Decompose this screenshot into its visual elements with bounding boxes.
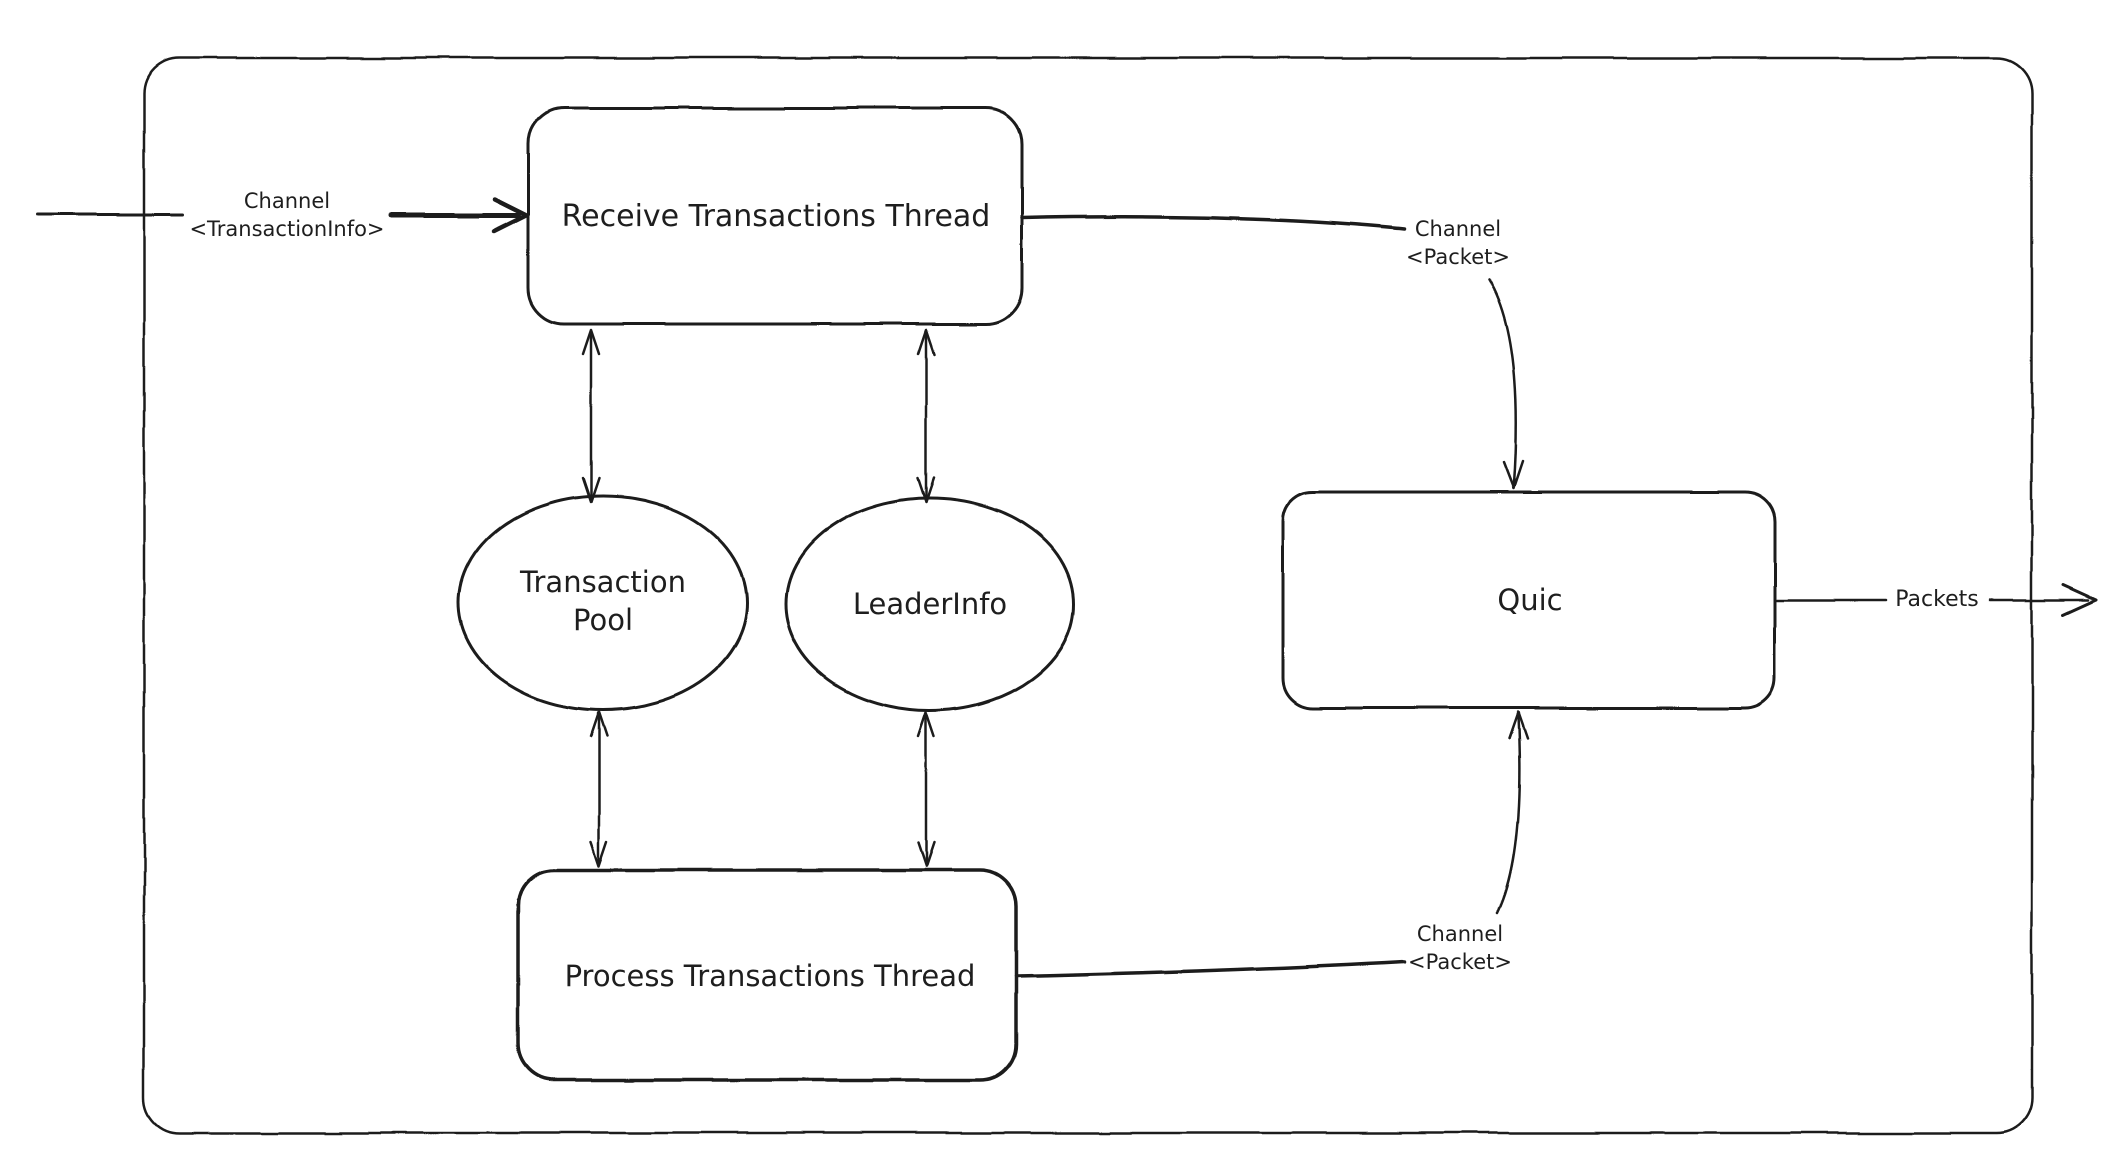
leaderinfo-ellipse xyxy=(784,496,1076,712)
channel-packet-bottom-label-line1: Channel xyxy=(1416,922,1504,946)
process-to-channel-line xyxy=(1014,960,1406,978)
transaction-pool-label: Transaction Pool xyxy=(520,563,686,639)
channel-to-quic-bottom-curve xyxy=(1495,714,1521,915)
transaction-pool-label-line1: Transaction xyxy=(520,565,686,599)
receive-pool-arrowheads-icon xyxy=(581,328,601,504)
leaderinfo-process-arrowheads-icon xyxy=(916,710,936,868)
packets-label: Packets xyxy=(1895,587,1979,612)
channel-packet-top-label-line1: Channel xyxy=(1414,217,1502,241)
input-channel-label-line2: <TransactionInfo> xyxy=(189,217,385,241)
output-arrowhead-icon xyxy=(2061,583,2098,617)
process-thread-label: Process Transactions Thread xyxy=(564,959,976,993)
receive-thread-label: Receive Transactions Thread xyxy=(561,199,991,234)
input-channel-label-line1: Channel xyxy=(243,189,331,213)
channel-packet-bottom-label-line2: <Packet> xyxy=(1408,950,1512,974)
quic-bottom-arrowhead-icon xyxy=(1507,710,1529,740)
channel-to-quic-top-curve xyxy=(1487,278,1518,486)
receive-to-channel-line xyxy=(1020,215,1406,231)
quic-box xyxy=(1281,490,1777,710)
quic-top-arrowhead-icon xyxy=(1502,459,1525,490)
outer-container-box xyxy=(142,56,2034,1135)
input-channel-label: Channel <TransactionInfo> xyxy=(189,187,384,243)
channel-packet-top-label-line2: <Packet> xyxy=(1406,245,1510,269)
channel-packet-bottom-label: Channel <Packet> xyxy=(1408,920,1512,976)
pool-process-arrowheads-icon xyxy=(589,710,609,868)
leaderinfo-label: LeaderInfo xyxy=(852,587,1008,621)
transaction-pool-label-line2: Pool xyxy=(573,603,633,637)
transaction-pool-ellipse xyxy=(457,494,749,712)
channel-packet-top-label: Channel <Packet> xyxy=(1406,215,1510,271)
receive-leaderinfo-arrowheads-icon xyxy=(916,328,936,504)
quic-label: Quic xyxy=(1497,583,1563,617)
input-arrowhead-icon xyxy=(491,196,529,234)
